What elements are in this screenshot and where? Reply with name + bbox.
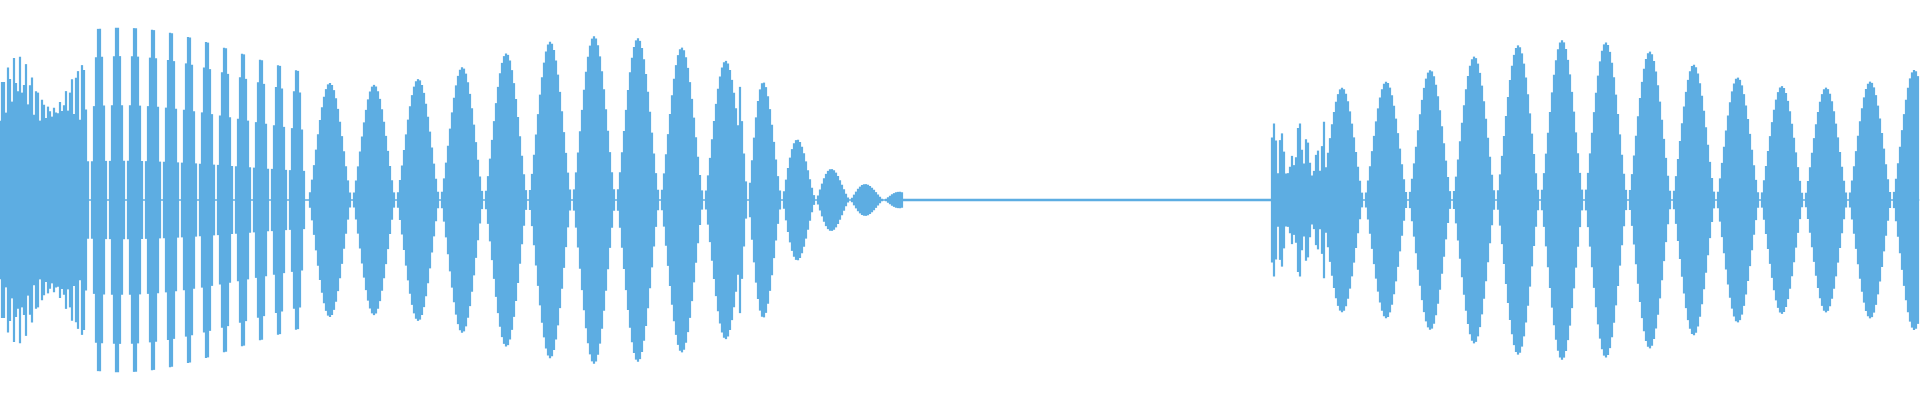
waveform-path	[0, 27, 1920, 373]
waveform-bars	[0, 27, 1920, 373]
